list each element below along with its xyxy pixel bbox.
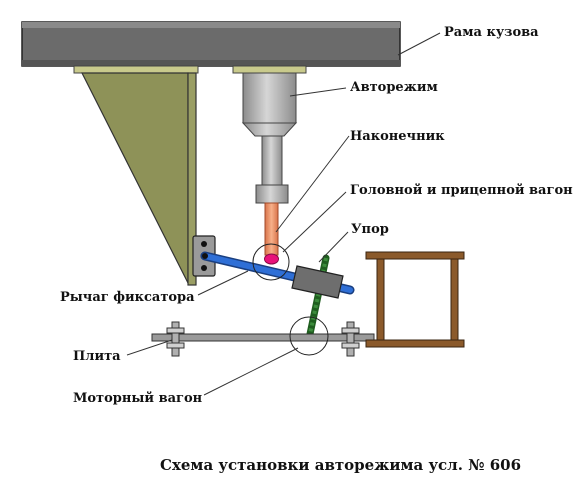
highlight-circle-plate [289,316,329,356]
wood-frame [365,251,465,348]
leader-stop [318,231,349,263]
label-autoregime: Авторежим [350,80,438,95]
plate-bolt-left [166,321,185,357]
stop-rod [306,254,330,338]
stop-nut [291,265,344,299]
plate-bar [151,321,375,357]
plate-bolt-right [341,321,360,357]
label-stop: Упор [351,222,389,237]
label-tip: Наконечник [350,129,445,144]
label-head-trailer-car: Головной и прицепной вагон [350,183,573,198]
body-frame [21,21,401,67]
label-body-frame: Рама кузова [444,25,539,40]
leader-motor-car [203,347,299,396]
label-plate: Плита [73,349,121,364]
triangular-bracket [81,72,197,286]
diagram-caption: Схема установки авторежима усл. № 606 [160,456,521,474]
tip [264,202,279,265]
leader-plate [126,339,173,356]
label-lock-lever: Рычаг фиксатора [60,290,195,305]
autoregime-mount-plate [232,65,307,74]
leader-body-frame [397,32,441,56]
leader-autoregime [289,87,347,97]
leader-tip [275,135,350,233]
bracket-top-plate [73,65,199,74]
autoregime-device [241,72,298,204]
label-motor-car: Моторный вагон [73,391,203,406]
leader-head-trailer-car [282,191,347,253]
highlight-circle-tip [252,243,290,281]
leader-lock-lever [197,270,249,296]
